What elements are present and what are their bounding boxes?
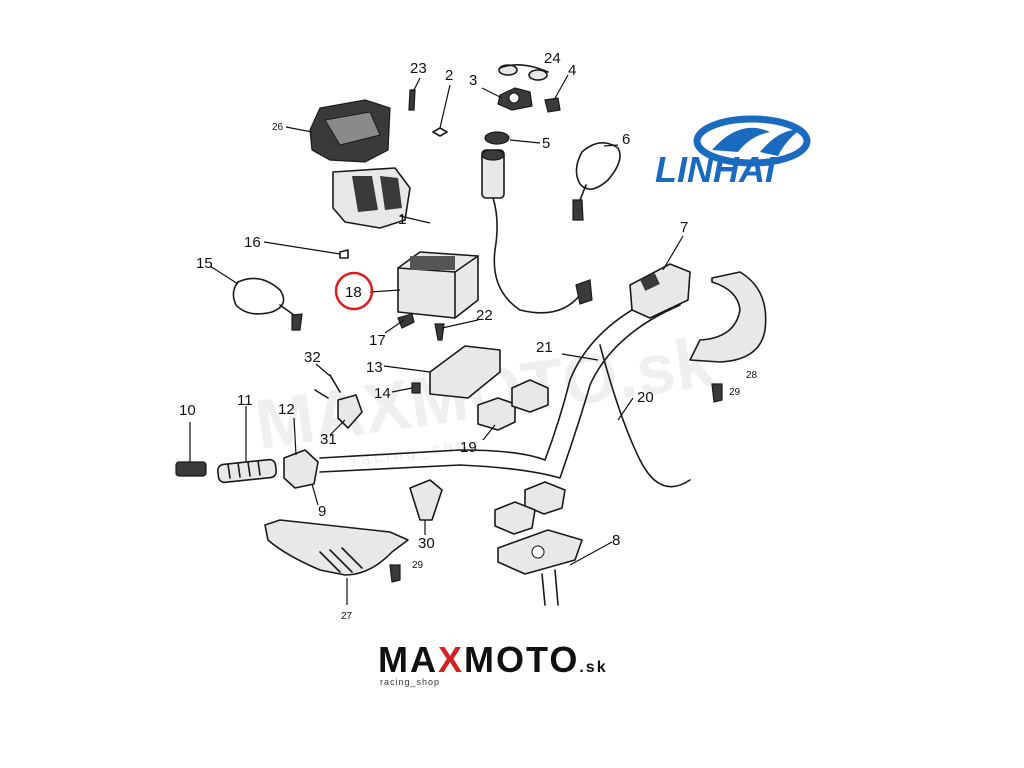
part-label-29-right: 29 xyxy=(729,387,741,398)
part-label-13: 13 xyxy=(366,359,383,376)
part-21-handlebar xyxy=(319,291,681,479)
maxmoto-text-ma: MA xyxy=(378,639,438,680)
part-1-cover xyxy=(332,167,411,229)
part-label-4: 4 xyxy=(568,62,576,79)
part-label-5: 5 xyxy=(542,135,550,152)
part-label-32: 32 xyxy=(304,349,321,366)
part-10-bar-end xyxy=(175,461,207,477)
part-18-meter xyxy=(397,251,479,319)
part-label-21: 21 xyxy=(536,339,553,356)
part-label-16: 16 xyxy=(244,234,261,251)
part-24-caps xyxy=(498,64,549,81)
part-20-cable xyxy=(599,344,691,488)
maxmoto-text-moto: MOTO xyxy=(464,639,579,680)
svg-text:MAXMOTO.sk: MAXMOTO.sk xyxy=(378,639,608,680)
part-16-screw xyxy=(339,249,349,259)
leader-lines xyxy=(189,74,684,605)
part-label-10: 10 xyxy=(179,402,196,419)
part-label-1: 1 xyxy=(398,211,406,228)
linhai-logo-swoosh-right xyxy=(760,129,800,156)
part-label-22: 22 xyxy=(476,307,493,324)
part-label-28: 28 xyxy=(746,370,758,381)
part-label-6: 6 xyxy=(622,131,630,148)
part-label-20: 20 xyxy=(637,389,654,406)
part-7-right-switch xyxy=(629,263,691,319)
part-13-bracket xyxy=(429,345,501,399)
part-label-27: 27 xyxy=(341,611,353,622)
maxmoto-logo: MAXMOTO.sk racing_shop xyxy=(378,639,608,687)
part-label-17: 17 xyxy=(369,332,386,349)
highlight-circle xyxy=(334,271,374,311)
part-28-right-handguard xyxy=(689,271,767,363)
part-26-cover xyxy=(309,99,391,163)
part-11-grip xyxy=(217,458,277,484)
part-label-23: 23 xyxy=(410,60,427,77)
part-4-nut xyxy=(544,97,561,113)
part-label-11: 11 xyxy=(237,392,253,409)
part-32-bolts xyxy=(314,374,341,399)
part-label-2: 2 xyxy=(445,67,453,84)
part-label-30: 30 xyxy=(418,535,435,552)
part-5-ring xyxy=(484,131,510,145)
linhai-logo-swoosh-left xyxy=(712,127,770,152)
part-ignition-switch xyxy=(481,149,593,314)
part-14-nut xyxy=(411,382,421,394)
part-30-bracket xyxy=(409,479,443,521)
part-label-31: 31 xyxy=(320,431,337,448)
part-label-9: 9 xyxy=(318,503,326,520)
part-label-3: 3 xyxy=(469,72,477,89)
part-17-clip xyxy=(397,313,415,329)
part-31-clamp xyxy=(337,394,363,429)
part-6-mirror-right xyxy=(572,142,621,221)
part-label-18: 18 xyxy=(345,284,362,301)
linhai-logo-ring xyxy=(693,115,811,167)
part-label-8: 8 xyxy=(612,532,620,549)
linhai-logo: LINHAI xyxy=(655,115,811,190)
part-label-19: 19 xyxy=(460,439,477,456)
part-label-15: 15 xyxy=(196,255,213,272)
part-22-bolt xyxy=(434,323,445,341)
part-29-screw-right xyxy=(711,383,723,403)
part-label-14: 14 xyxy=(374,385,391,402)
maxmoto-tagline: racing_shop xyxy=(380,677,440,687)
part-3-ignition-group xyxy=(497,87,533,111)
part-label-12: 12 xyxy=(278,401,295,418)
part-8-mount xyxy=(494,481,583,606)
part-19-clamps xyxy=(477,379,549,431)
part-label-26: 26 xyxy=(272,122,284,133)
part-label-24: 24 xyxy=(544,50,561,67)
maxmoto-text-suffix: .sk xyxy=(579,659,607,676)
part-15-mirror-left xyxy=(232,277,303,331)
part-labels: 1 2 3 4 5 6 7 8 9 10 11 12 13 14 15 16 1… xyxy=(179,50,758,622)
part-label-7: 7 xyxy=(680,219,688,236)
part-2-clip xyxy=(432,127,448,137)
part-12-left-switch xyxy=(283,449,319,489)
part-label-29-left: 29 xyxy=(412,560,424,571)
part-29-screw-left xyxy=(389,564,401,583)
part-27-left-handguard xyxy=(264,519,409,576)
part-23-bolt xyxy=(408,89,416,111)
linhai-logo-text: LINHAI xyxy=(655,149,776,190)
maxmoto-text-x: X xyxy=(438,639,464,680)
